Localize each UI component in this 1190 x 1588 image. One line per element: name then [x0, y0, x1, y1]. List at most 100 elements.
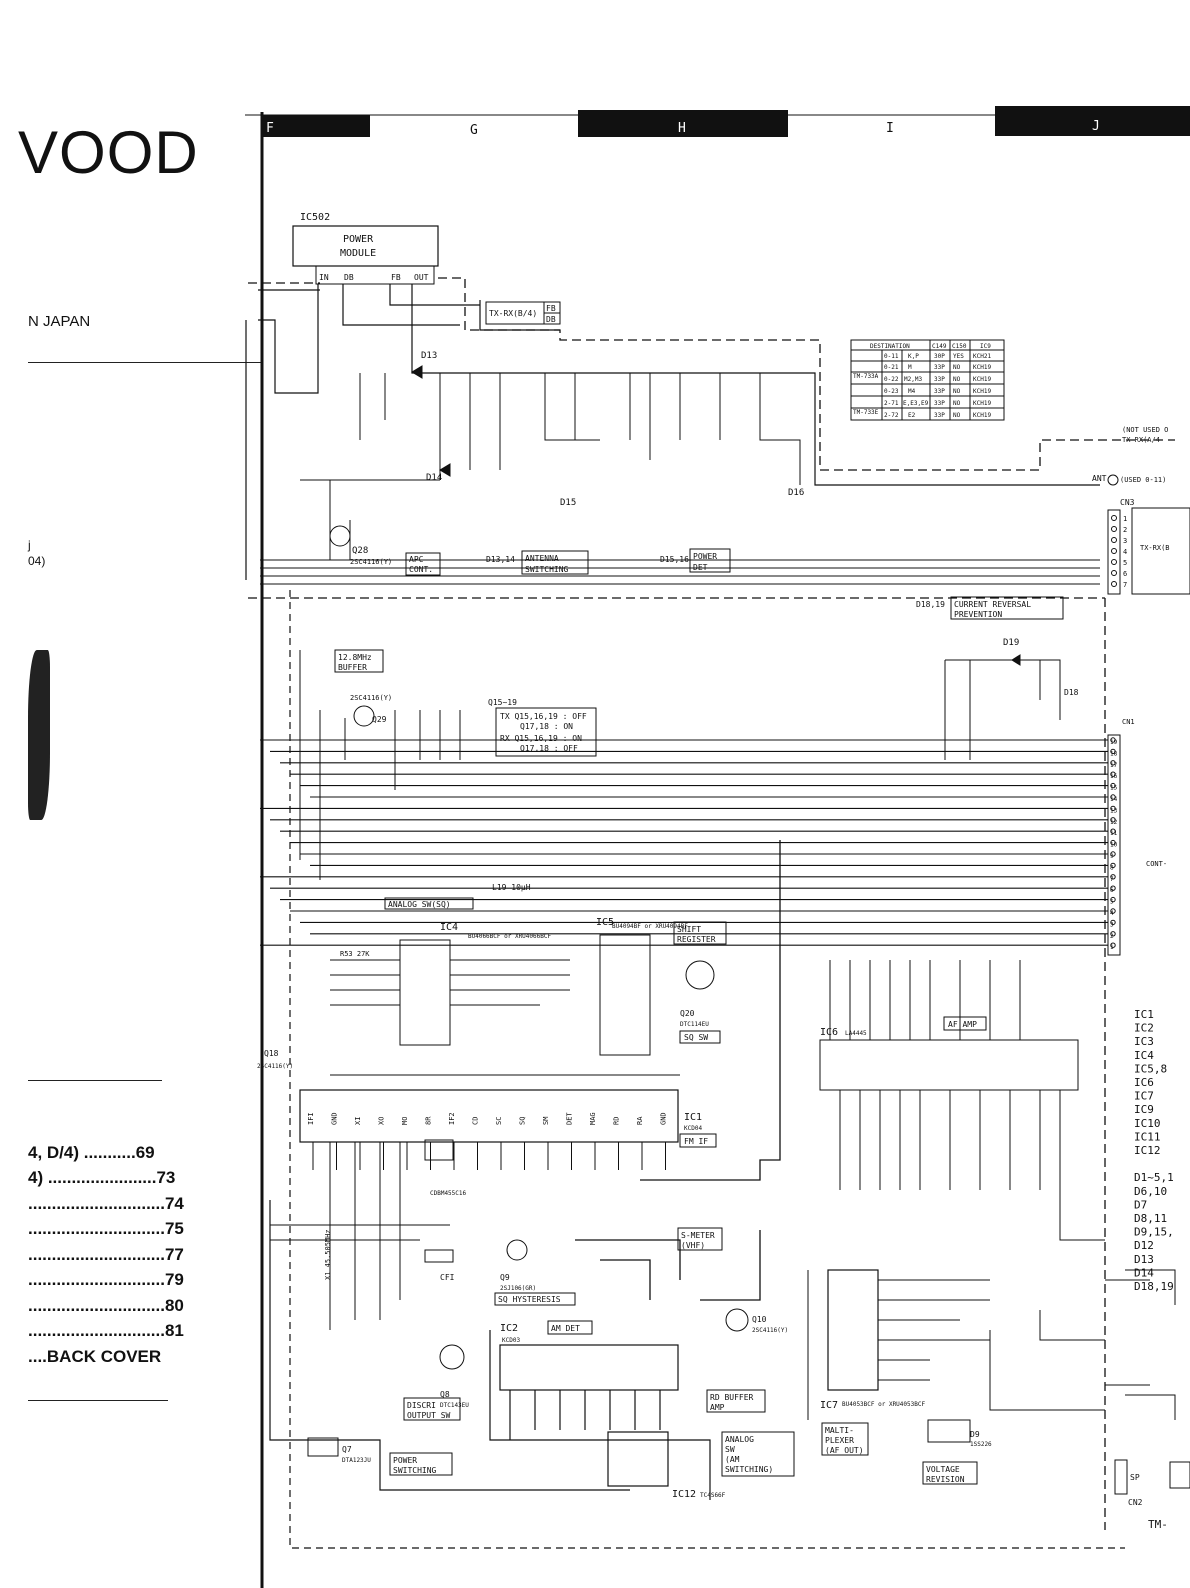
dest-header: C149 — [932, 343, 947, 350]
zone-header: F G H I J — [262, 106, 1190, 138]
cn1-pin-dot — [1110, 805, 1116, 812]
ic12-part: TC4S66F — [700, 1492, 726, 1499]
divider — [28, 1080, 162, 1081]
analogamsw-label: ANALOG — [725, 1435, 754, 1444]
cn1-pin-dot — [1110, 794, 1116, 800]
rdbuf-label: RD BUFFER — [710, 1393, 754, 1402]
txrx-tag: TX-RX(B/4) FB DB — [485, 301, 561, 325]
q7-label: Q7 — [342, 1445, 352, 1454]
d1516-label: D15,16 — [660, 555, 689, 564]
q8-part: DTC143EU — [440, 1402, 469, 1409]
analogsw-label: ANALOG SW(SQ) — [388, 900, 451, 909]
q10-label: Q10 — [752, 1315, 767, 1324]
cn3-pin-dot — [1111, 559, 1117, 565]
right-list-item: D13 — [1134, 1253, 1154, 1266]
cn3-pin-dot — [1111, 548, 1117, 554]
toc-entry: .............................75 — [28, 1219, 184, 1238]
cn1-pin-dot — [1110, 737, 1116, 743]
ic502-ref: IC502 — [300, 212, 330, 223]
analogamsw-label-3: (AM — [725, 1455, 740, 1464]
svg-text:NO: NO — [953, 364, 961, 371]
d16-label: D16 — [788, 488, 804, 498]
shield-outline-2 — [248, 597, 1106, 1530]
ant-label: ANT — [1092, 474, 1107, 483]
q10-part: 2SC4116(Y) — [752, 1327, 788, 1334]
svg-text:2-71: 2-71 — [884, 400, 899, 407]
cn1-pin-dot — [1110, 748, 1116, 755]
tm-footer: TM- — [1148, 1518, 1168, 1531]
svg-text:NO: NO — [953, 412, 961, 419]
zone-cell-j — [995, 106, 1190, 136]
ic2-ref: IC2 — [500, 1323, 518, 1334]
zone-cell-h — [578, 110, 788, 137]
right-list-item: D1~5,1 — [1134, 1171, 1174, 1184]
cn2-block — [989, 1100, 1190, 1495]
ic1-pin-label: RA — [636, 1116, 644, 1125]
right-list-item: IC11 — [1134, 1130, 1161, 1143]
svg-text:NO: NO — [953, 400, 961, 407]
ic12-ref: IC12 — [672, 1489, 696, 1500]
cn1-pin-dot — [1110, 919, 1116, 926]
ic1-pin-label: GND — [331, 1112, 339, 1125]
txrxa-label: TX-RX(A/4 — [1122, 436, 1160, 444]
ic502-pin-db: DB — [344, 273, 354, 282]
ic4-part: BU4066BCF or XRU4066BCF — [468, 933, 551, 940]
svg-text:R53 27K: R53 27K — [340, 950, 370, 958]
q1519-label: Q15~19 — [488, 698, 517, 707]
cn3-pin: 1 — [1123, 515, 1127, 523]
svg-text:0-21: 0-21 — [884, 364, 899, 371]
db-label: DB — [546, 315, 556, 324]
cn3-pin: 7 — [1123, 581, 1127, 589]
board-outline — [289, 590, 1125, 1549]
cn1-pin-dot — [1110, 942, 1116, 948]
right-list-item: D7 — [1134, 1198, 1147, 1211]
svg-text:KCH19: KCH19 — [973, 412, 991, 419]
made-in-japan: N JAPAN — [28, 313, 91, 330]
d19-network — [944, 654, 1061, 760]
tx-state-2: Q17,18 : ON — [520, 722, 573, 731]
ic1-pin-label: RD — [613, 1117, 621, 1125]
ic1-pin-label: MO — [401, 1117, 409, 1125]
ic6-ref: IC6 — [820, 1027, 838, 1038]
right-list-item: IC3 — [1134, 1035, 1154, 1048]
cn1-pin-dot — [1110, 782, 1116, 789]
toc-entry: .............................81 — [28, 1321, 184, 1340]
right-list-item: D6,10 — [1134, 1185, 1167, 1198]
cfi-label: CFI — [440, 1273, 455, 1282]
cn3-pin: 6 — [1123, 570, 1127, 578]
shield-outline — [248, 277, 1175, 471]
svg-text:0-22: 0-22 — [884, 376, 899, 383]
ic502-pin-fb: FB — [391, 273, 401, 282]
dest-model: TM-733E — [853, 409, 879, 416]
q28-label: Q28 — [352, 546, 368, 556]
shiftreg-label-2: REGISTER — [677, 935, 716, 944]
q7-block: Q7 DTA123JU POWER SWITCHING — [269, 1200, 630, 1491]
ic1-pin-label: 8R — [425, 1116, 433, 1125]
d1314-label: D13,14 — [486, 555, 515, 564]
cn3-block: ANT (USED 0-11) (NOT USED O TX-RX(A/4 CN… — [1092, 426, 1190, 595]
zone-label-i: I — [886, 121, 894, 136]
apc-label: APC — [409, 555, 424, 564]
power-wires — [245, 284, 1100, 580]
q1519-block: Q15~19 TX Q15,16,19 : OFF Q17,18 : ON RX… — [488, 698, 597, 757]
xtal-block: X1 45.505MHz CDBM455C16 CFI — [270, 1139, 467, 1330]
cdbm-label: CDBM455C16 — [430, 1190, 467, 1197]
toc-entry: .............................77 — [28, 1245, 184, 1264]
svg-text:M2,M3: M2,M3 — [904, 376, 922, 383]
svg-text:2-72: 2-72 — [884, 412, 899, 419]
cn3-pin-dot — [1111, 570, 1117, 576]
toc-entry: 4) .......................73 — [28, 1168, 176, 1187]
left-fragment: 04) — [28, 554, 46, 568]
cn1-pin-dot — [1110, 896, 1116, 903]
divider — [28, 1400, 168, 1401]
txrx-label: TX-RX(B/4) — [489, 309, 537, 318]
cn2-label: CN2 — [1128, 1498, 1143, 1507]
svg-text:M: M — [908, 364, 912, 371]
cn3-label: CN3 — [1120, 498, 1135, 507]
cn3-pin: 3 — [1123, 537, 1127, 545]
cn3-pin-dot — [1111, 515, 1117, 521]
dest-header: IC9 — [980, 343, 991, 350]
